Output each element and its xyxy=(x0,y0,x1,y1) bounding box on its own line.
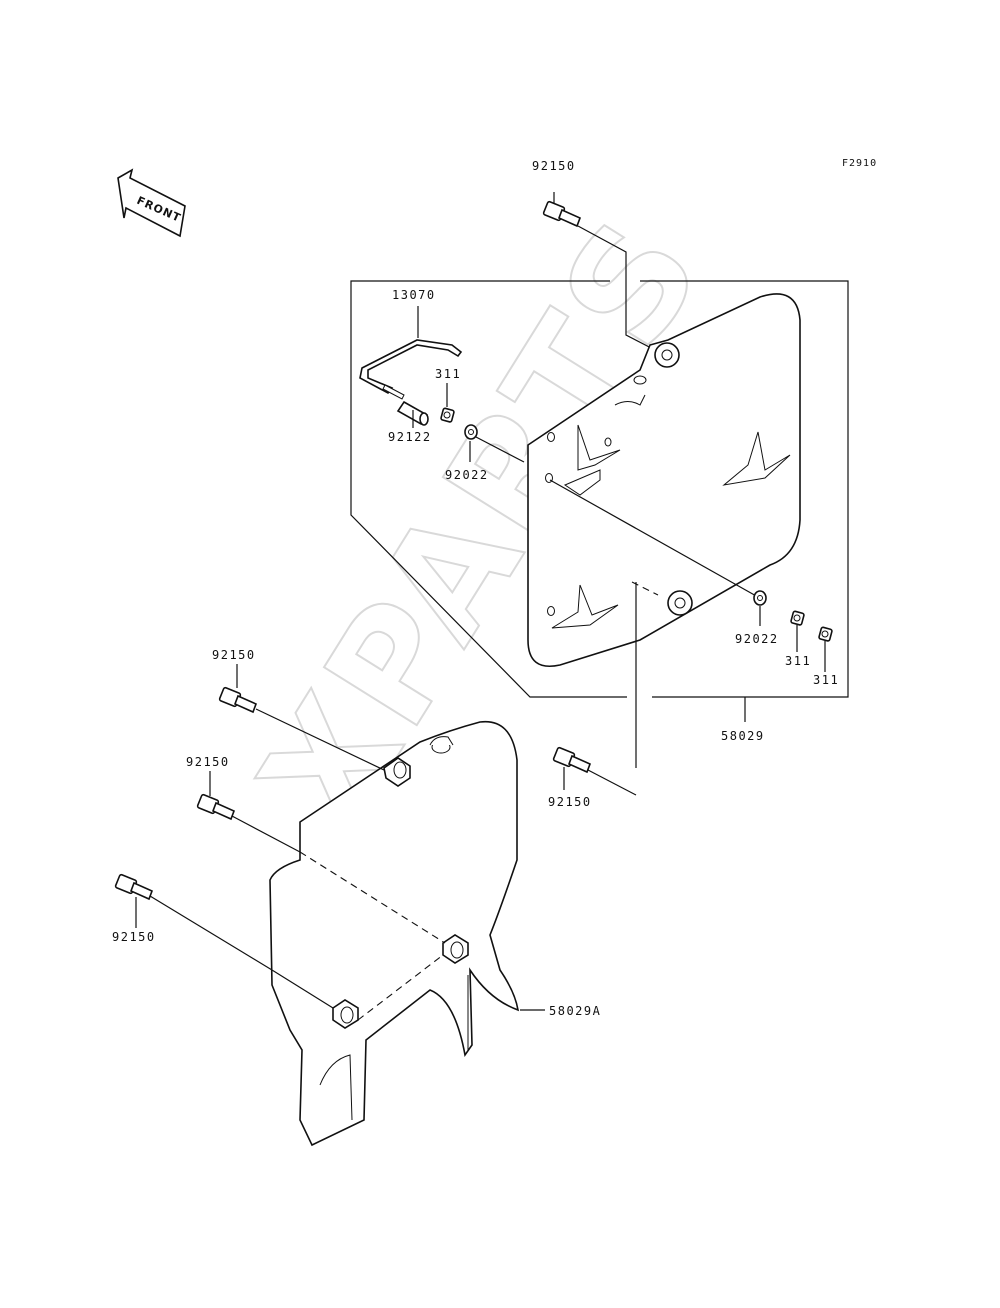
label-nut-top: 311 xyxy=(435,367,461,381)
nut-right-a xyxy=(790,610,805,626)
label-bolt-left-b: 92150 xyxy=(186,755,230,769)
label-grommet-bottom: 92022 xyxy=(735,632,779,646)
bolt-left-a xyxy=(218,686,258,714)
label-collar: 92122 xyxy=(388,430,432,444)
label-bracket: 13070 xyxy=(392,288,436,302)
label-rear-plate: 58029A xyxy=(549,1004,601,1018)
diagram-code: F2910 xyxy=(842,158,877,169)
label-nut-right-a: 311 xyxy=(785,654,811,668)
label-nut-right-b: 311 xyxy=(813,673,839,687)
rear-plate xyxy=(269,720,520,1147)
bracket-13070 xyxy=(359,306,463,400)
bolt-mid xyxy=(552,746,592,774)
bolt-left-c xyxy=(114,873,154,901)
label-bolt-mid: 92150 xyxy=(548,795,592,809)
nut-top xyxy=(440,407,455,423)
label-grommet-top: 92022 xyxy=(445,468,489,482)
assembly-frame xyxy=(350,280,849,722)
collar-92122 xyxy=(396,400,429,426)
grommet-bottom xyxy=(753,590,767,606)
label-bolt-left-a: 92150 xyxy=(212,648,256,662)
grommet-top xyxy=(464,424,478,440)
license-plate xyxy=(527,293,801,667)
label-plate-assy: 58029 xyxy=(721,729,765,743)
label-bolt-top: 92150 xyxy=(532,159,576,173)
nut-right-b xyxy=(818,626,833,642)
front-arrow-icon: FRONT xyxy=(117,168,186,238)
bolt-left-b xyxy=(196,793,236,821)
label-bolt-left-c: 92150 xyxy=(112,930,156,944)
bolt-top xyxy=(542,200,582,228)
